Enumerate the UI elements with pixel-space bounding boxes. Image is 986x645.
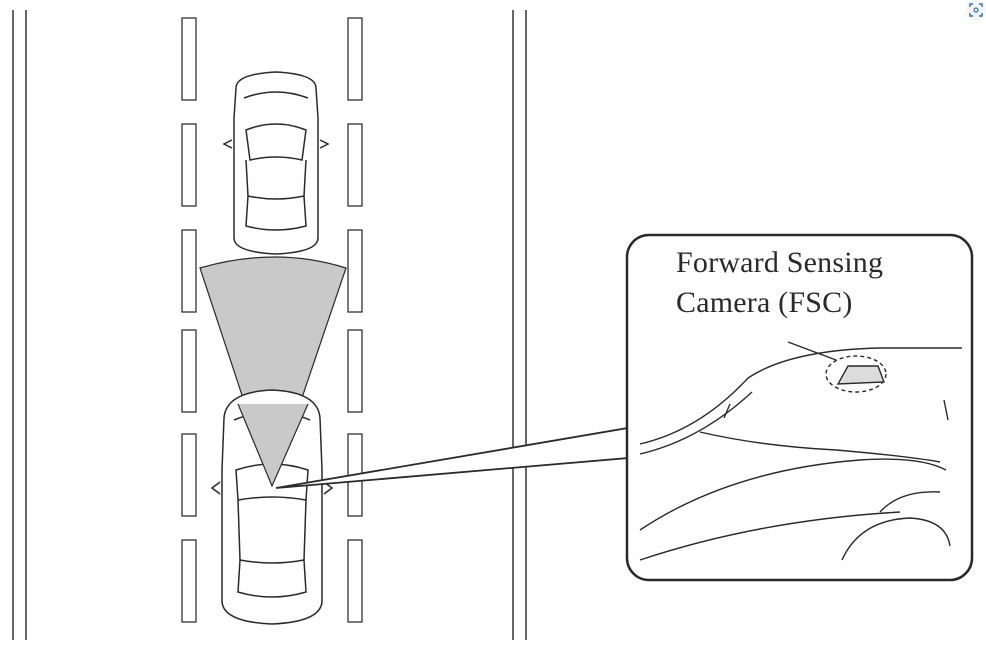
- callout-car-detail: [639, 341, 962, 561]
- zoom-capture-icon[interactable]: [966, 0, 986, 20]
- callout-label-line1: Forward Sensing: [676, 246, 884, 279]
- lane-dash: [347, 329, 363, 413]
- own-vehicle: [210, 389, 334, 625]
- fsc-highlight: [825, 355, 887, 393]
- lane-dashes: [181, 17, 363, 623]
- callout-label-line2: Camera (FSC): [676, 286, 853, 319]
- road-edges: [12, 10, 527, 640]
- callout-pointer: [275, 426, 629, 489]
- lane-dash: [181, 329, 197, 413]
- lane-dash: [181, 539, 197, 623]
- lane-dash: [347, 123, 363, 207]
- lane-dash: [181, 433, 197, 517]
- lane-dash: [181, 123, 197, 207]
- lead-vehicle: [222, 71, 330, 255]
- capture-icon-glyph: [969, 3, 983, 17]
- camera-sensing-area: [199, 256, 347, 488]
- callout-label: Forward Sensing Camera (FSC): [676, 243, 936, 323]
- lane-dash: [347, 229, 363, 313]
- lane-dash: [347, 539, 363, 623]
- lane-dash: [347, 17, 363, 101]
- lane-dash: [181, 229, 197, 313]
- lane-dash: [181, 17, 197, 101]
- callout-box: [625, 233, 974, 582]
